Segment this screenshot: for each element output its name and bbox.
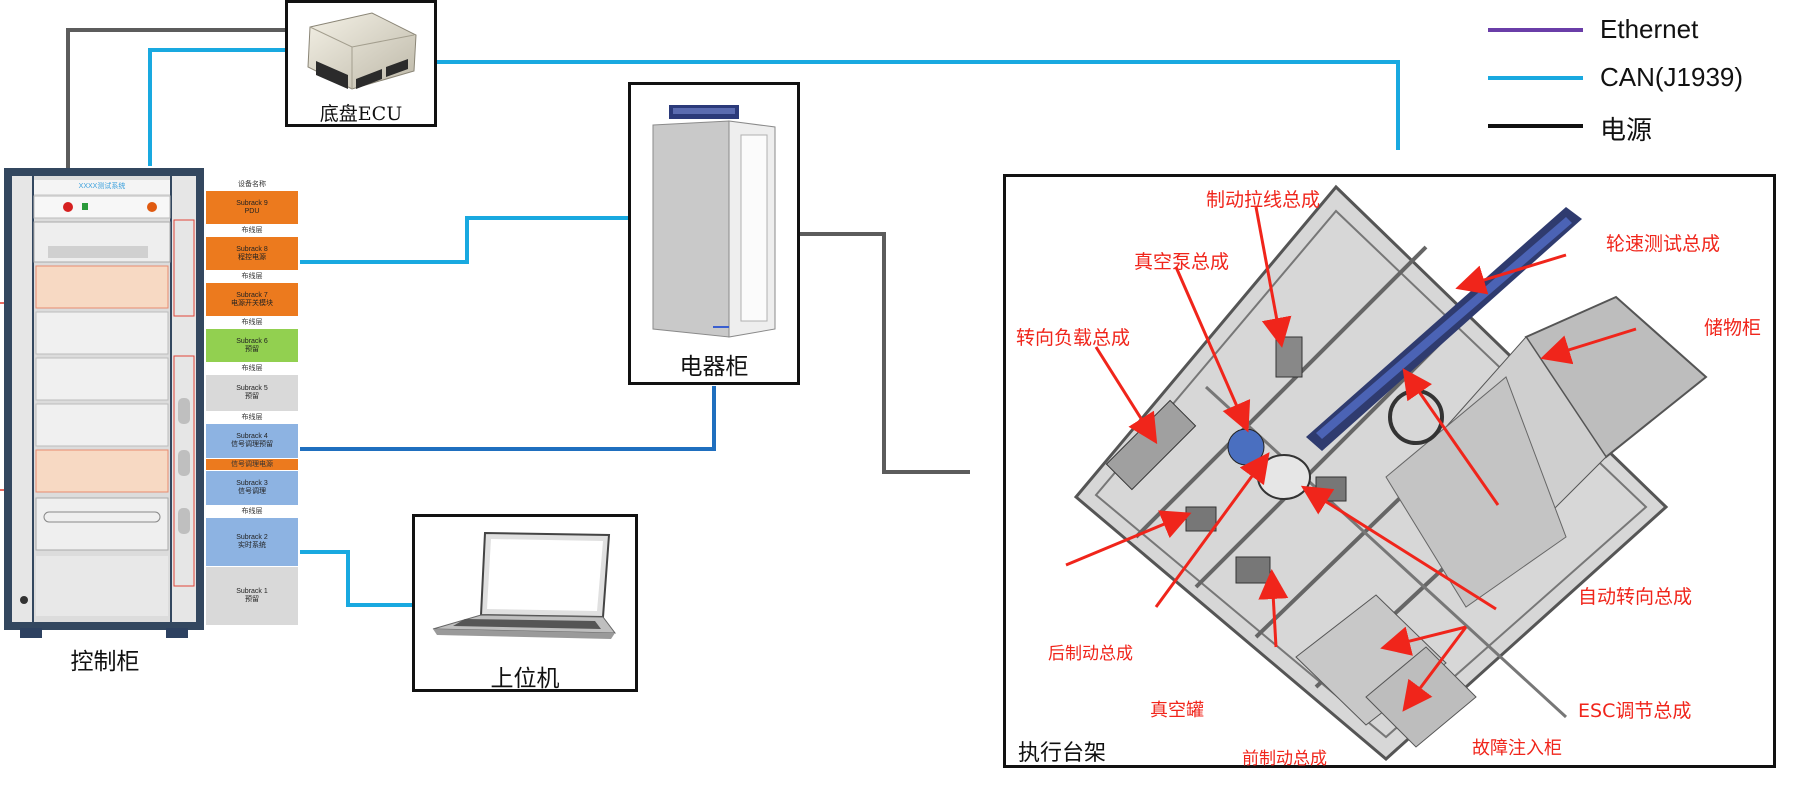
signal-line-cabinet-electrical: [300, 386, 716, 451]
control-cabinet-top-title: XXXX测试系统: [78, 183, 126, 190]
callout-arrows: [1065, 206, 1637, 712]
label-wheel-speed-test: 轮速测试总成: [1606, 233, 1721, 255]
electrical-cabinet-box: 电器柜: [628, 82, 800, 385]
label-brake-cable: 制动拉线总成: [1206, 189, 1321, 211]
subrack-1-desc: 预留: [245, 596, 259, 603]
test-bench-box: 制动拉线总成 轮速测试总成 真空泵总成 储物柜 转向负载总成 自动转向总成 后制…: [1003, 174, 1776, 769]
legend-power-label: 电源: [1600, 115, 1653, 145]
subrack-2-desc: 实时系统: [238, 542, 266, 549]
wiring-layer: 布线层: [241, 319, 263, 326]
wiring-layer: 布线层: [241, 508, 263, 515]
subrack-8-id: Subrack 8: [236, 245, 268, 253]
subrack-9-id: Subrack 9: [236, 199, 268, 207]
ecu-box: 底盘ECU: [285, 0, 437, 127]
wiring-layer: 布线层: [241, 365, 263, 372]
test-bench-label: 执行台架: [1018, 741, 1107, 766]
subrack-4-desc: 信号调理预留: [231, 441, 273, 448]
laptop-image: [432, 531, 617, 639]
signal-cable-layer: 信号调理电源: [206, 459, 298, 470]
can-line-ecu-cabinet: [148, 48, 287, 166]
subrack-5-desc: 预留: [245, 393, 259, 400]
ecu-label: 底盘ECU: [319, 103, 403, 125]
label-front-brake: 前制动总成: [1242, 749, 1327, 769]
label-rear-brake: 后制动总成: [1048, 644, 1133, 664]
label-storage-cabinet: 储物柜: [1704, 317, 1762, 339]
subrack-7-id: Subrack 7: [236, 291, 268, 299]
label-auto-steering: 自动转向总成: [1578, 586, 1693, 608]
subrack-header: 设备名称: [206, 179, 298, 190]
can-line-ecu-bench: [433, 60, 1400, 150]
legend-ethernet-swatch: [1488, 28, 1583, 32]
legend-can-label: CAN(J1939): [1600, 62, 1744, 92]
label-steering-load: 转向负载总成: [1016, 327, 1131, 349]
subrack-7-desc: 电源开关模块: [231, 299, 273, 307]
electrical-cabinet-image: [652, 105, 776, 338]
host-pc-label: 上位机: [490, 666, 560, 692]
subrack-1-id: Subrack 1: [236, 588, 268, 595]
legend-ethernet-label: Ethernet: [1600, 14, 1699, 44]
subrack-3-id: Subrack 3: [236, 480, 268, 487]
subrack-8-desc: 程控电源: [238, 253, 266, 261]
legend-can-swatch: [1488, 76, 1583, 80]
electrical-cabinet-label: 电器柜: [679, 354, 749, 380]
control-cabinet-image: [4, 168, 204, 638]
subrack-5-id: Subrack 5: [236, 385, 268, 392]
subrack-2-id: Subrack 2: [236, 534, 268, 541]
subrack-6-desc: 预留: [245, 345, 259, 353]
host-pc-box: 上位机: [412, 514, 638, 692]
legend-power-swatch: [1488, 124, 1583, 128]
label-vacuum-pump: 真空泵总成: [1134, 251, 1230, 273]
can-line-cabinet-host: [300, 550, 412, 607]
wiring-layer: 布线层: [241, 227, 263, 234]
wiring-layer: 布线层: [241, 273, 263, 280]
subrack-6-id: Subrack 6: [236, 337, 268, 345]
control-cabinet-label: 控制柜: [70, 649, 140, 675]
label-fault-injection: 故障注入柜: [1472, 738, 1562, 759]
subrack-4-id: Subrack 4: [236, 433, 268, 440]
power-line-electrical-bench: [800, 232, 970, 474]
can-line-cabinet-electrical: [300, 216, 630, 264]
label-esc-adjust: ESC调节总成: [1578, 700, 1692, 722]
ecu-module-image: [307, 12, 417, 90]
control-cabinet: XXXX测试系统: [4, 168, 204, 638]
label-vacuum-tank: 真空罐: [1150, 700, 1204, 721]
subrack-9-desc: PDU: [244, 207, 260, 215]
subrack-3-desc: 信号调理: [238, 488, 266, 495]
wiring-layer: 布线层: [241, 414, 263, 421]
